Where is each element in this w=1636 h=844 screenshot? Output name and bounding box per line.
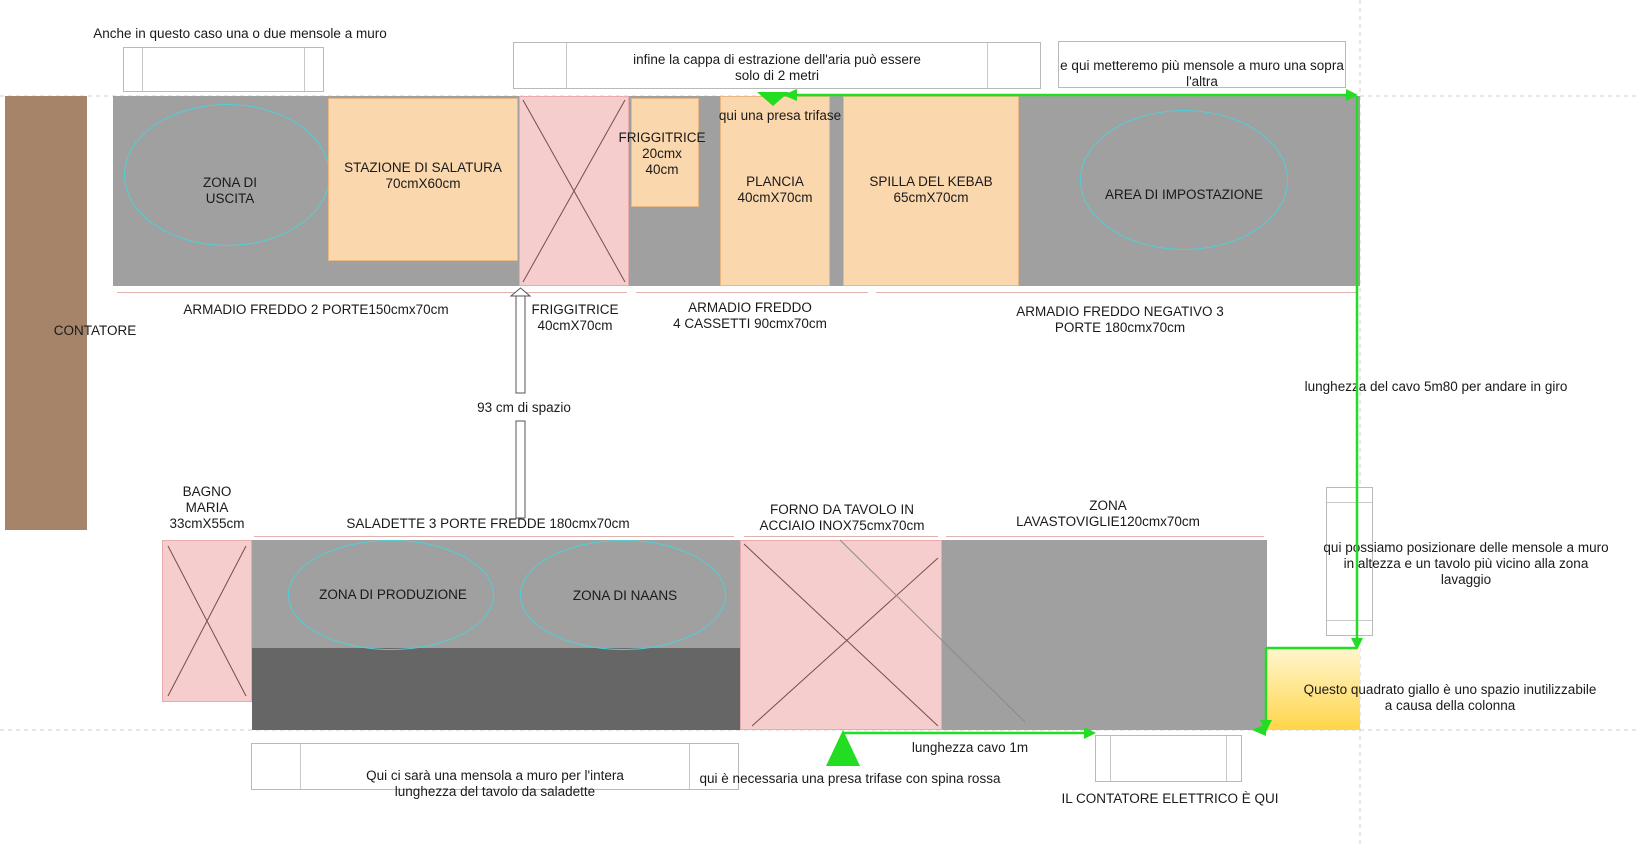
fryer-large-x-mark: [522, 99, 626, 283]
shelf-top-right[interactable]: [1058, 41, 1346, 88]
fridge-negative-label: ARMADIO FREDDO NEGATIVO 3 PORTE 180cmx70…: [1016, 304, 1224, 335]
meter-here-label: IL CONTATORE ELETTRICO È QUI: [1061, 791, 1279, 806]
counter-meter-label: CONTATORE: [53, 323, 137, 338]
salting-station[interactable]: [328, 98, 518, 261]
kebab-spit-label: SPILLA DEL KEBAB 65cmX70cm: [869, 174, 993, 205]
rule-oven: [744, 536, 938, 537]
hood-note: infine la cappa di estrazione dell'aria …: [633, 52, 921, 83]
rule-fridge-4-drawers: [636, 292, 868, 293]
yellow-note: Questo quadrato giallo è uno spazio inut…: [1303, 682, 1597, 713]
plancia-label: PLANCIA 40cmX70cm: [737, 174, 813, 205]
cable-1m-label: lunghezza cavo 1m: [911, 740, 1029, 755]
plancia[interactable]: [720, 96, 830, 286]
fryer-small-label: FRIGGITRICE 20cmx 40cm: [618, 130, 706, 177]
trifase-top-label: qui una presa trifase: [718, 108, 842, 123]
shelf-right-vertical[interactable]: [1326, 487, 1373, 636]
shelf-meter[interactable]: [1095, 735, 1242, 782]
shelf-saladette[interactable]: [251, 743, 739, 790]
space-93-label: 93 cm di spazio: [477, 400, 571, 415]
fryer-small[interactable]: [631, 98, 699, 207]
exit-zone-label: ZONA DI USCITA: [202, 175, 257, 206]
fridge-2-doors-label: ARMADIO FREDDO 2 PORTE150cmx70cm: [183, 302, 449, 317]
rule-fridge-negative: [876, 292, 1356, 293]
kebab-spit[interactable]: [843, 96, 1019, 286]
fryer-large-label: FRIGGITRICE 40cmX70cm: [531, 302, 619, 333]
top-left-note: Anche in questo caso una o due mensole a…: [93, 26, 387, 41]
rule-saladette: [254, 536, 734, 537]
dishwasher-zone-label: ZONA LAVASTOVIGLIE120cmx70cm: [1016, 498, 1200, 529]
bain-marie-x-mark: [167, 545, 247, 697]
oven-x-mark: [743, 539, 1026, 727]
production-zone-label: ZONA DI PRODUZIONE: [319, 587, 467, 602]
saladette-shelf-note: Qui ci sarà una mensola a muro per l'int…: [366, 768, 624, 799]
unusable-yellow-square: [1267, 648, 1360, 730]
rule-fridge-2-doors: [117, 292, 515, 293]
counter-meter-column: [5, 96, 87, 530]
top-right-shelves-note: e qui metteremo più mensole a muro una s…: [1060, 58, 1344, 89]
shelves-note: qui possiamo posizionare delle mensole a…: [1323, 540, 1609, 587]
cable-5m80-path: [775, 89, 1363, 736]
rule-dishwasher: [946, 536, 1264, 537]
cable-1m-path: [826, 727, 1096, 766]
trifase-red-marker: [826, 730, 860, 766]
production-zone-oval: [288, 540, 494, 650]
oven-label: FORNO DA TAVOLO IN ACCIAIO INOX75cmx70cm: [759, 502, 925, 533]
setup-area-oval: [1080, 110, 1288, 250]
trifase-red-label: qui è necessaria una presa trifase con s…: [699, 771, 1001, 786]
shelf-top-left[interactable]: [123, 47, 324, 92]
setup-area-label: AREA DI IMPOSTAZIONE: [1104, 187, 1264, 202]
saladette-counter-front: [252, 648, 740, 730]
salting-station-label: STAZIONE DI SALATURA 70cmX60cm: [344, 160, 502, 191]
naans-zone-oval: [520, 540, 726, 650]
spacing-arrow: [509, 287, 532, 519]
dishwasher-counter: [942, 540, 1267, 730]
naans-zone-label: ZONA DI NAANS: [572, 588, 678, 603]
saladette-label: SALADETTE 3 PORTE FREDDE 180cmx70cm: [346, 516, 630, 531]
rule-fryer-large: [521, 292, 627, 293]
cable-5m80-label: lunghezza del cavo 5m80 per andare in gi…: [1304, 379, 1568, 394]
shelf-hood[interactable]: [513, 42, 1041, 89]
bain-marie-label: BAGNO MARIA 33cmX55cm: [169, 484, 245, 531]
fridge-4-drawers-label: ARMADIO FREDDO 4 CASSETTI 90cmx70cm: [673, 300, 827, 331]
